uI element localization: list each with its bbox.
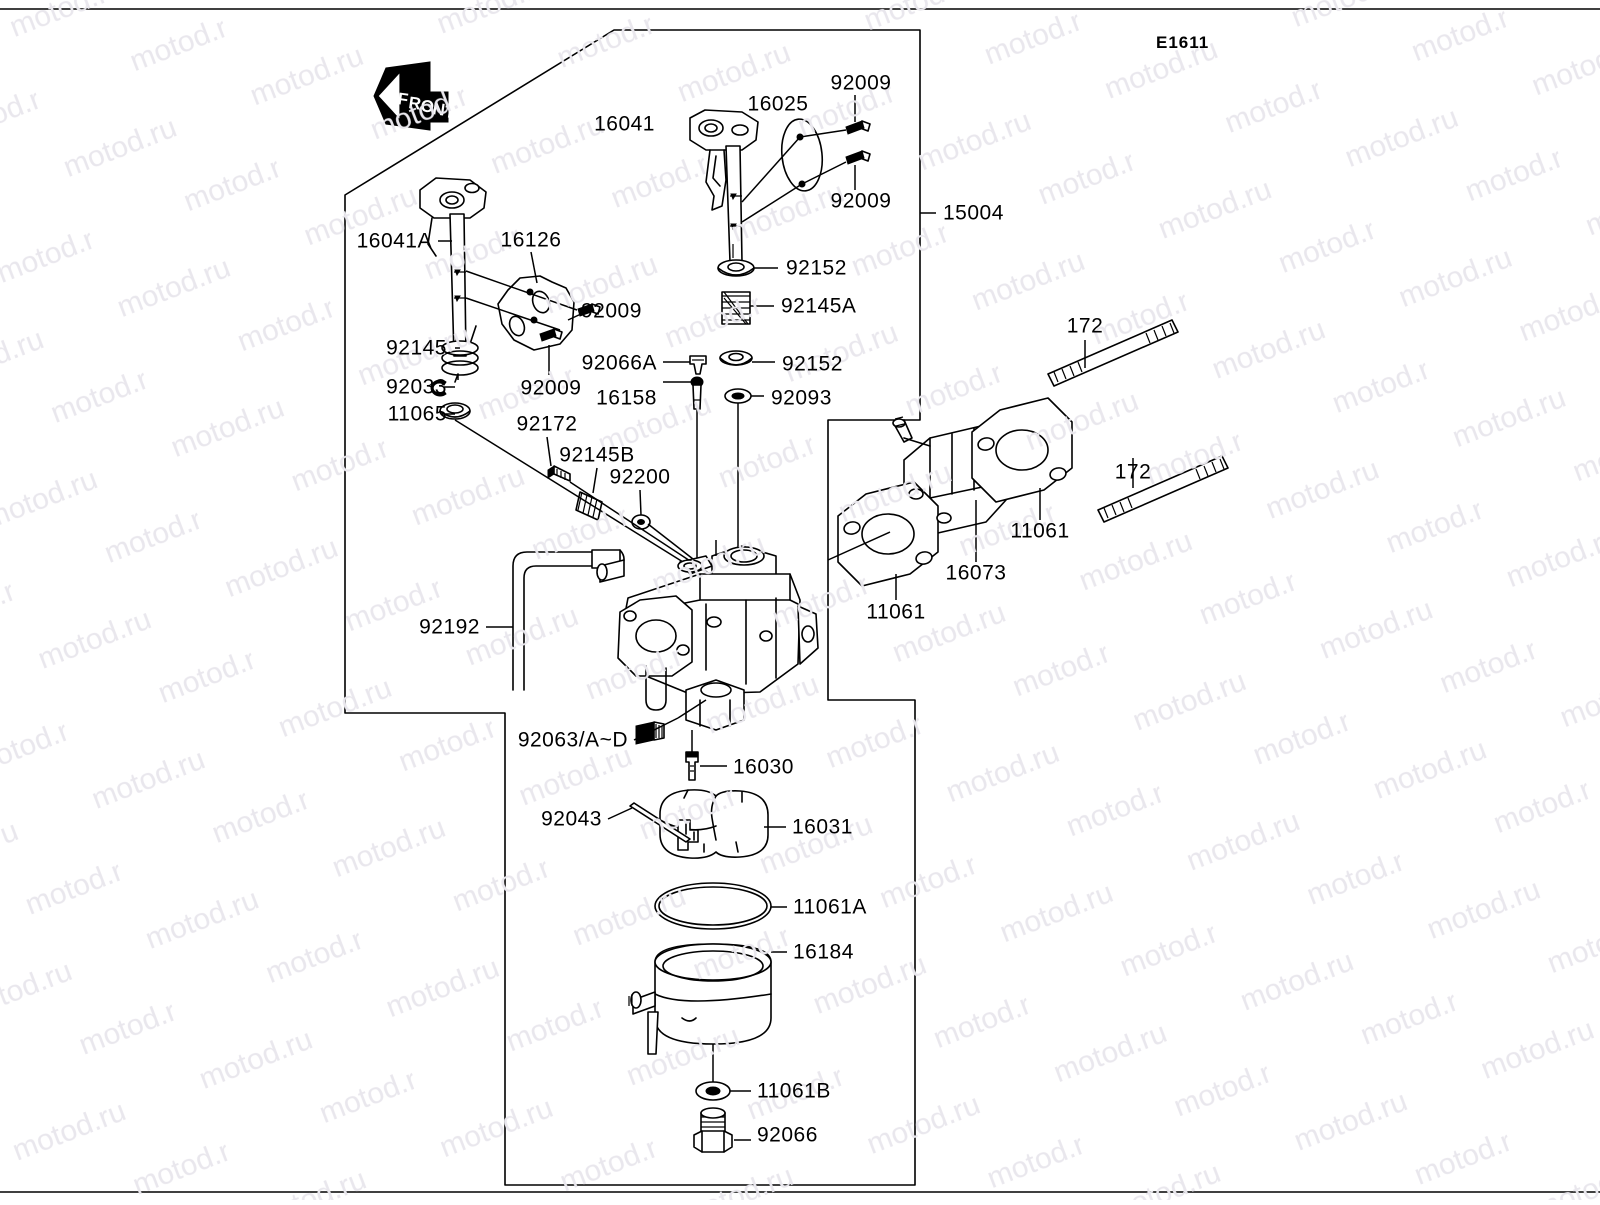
part-label-tube-92192: 92192 <box>419 615 480 639</box>
part-label-screw-plate-upper: 92009 <box>581 299 642 323</box>
part-label-intake-manifold: 16073 <box>945 561 1007 585</box>
part-label-throttle-valve-plate: 16025 <box>747 92 809 116</box>
part-label-gasket-11061-left: 11061 <box>866 600 926 624</box>
part-label-spring-92145: 92145 <box>386 336 447 360</box>
sheet-code: E1611 <box>1156 33 1210 52</box>
part-label-bowl-16184: 16184 <box>793 940 854 964</box>
part-label-pin-92043: 92043 <box>541 807 602 831</box>
part-label-gasket-11061-right: 11061 <box>1010 519 1070 543</box>
part-label-gasket-11061a: 11061A <box>793 895 867 919</box>
part-label-throttle-lever-upper: 16041 <box>594 112 655 136</box>
part-label-seal-92093: 92093 <box>771 386 832 410</box>
part-label-washer-92200: 92200 <box>609 465 671 489</box>
part-label-screw-92172: 92172 <box>516 412 578 436</box>
part-label-collar-upper: 92152 <box>786 256 847 280</box>
part-label-carburetor-assembly: 15004 <box>943 201 1004 225</box>
part-label-screw-upper: 92009 <box>830 71 892 95</box>
part-label-screw-plate-lower: 92009 <box>520 376 582 400</box>
part-label-spring-92145b: 92145B <box>559 443 635 467</box>
part-label-valve-assy-plate: 16126 <box>500 228 562 252</box>
part-label-bolt-172-lower: 172 <box>1114 460 1152 484</box>
part-label-bolt-172-upper: 172 <box>1066 314 1104 338</box>
part-label-jet-main-92063: 92063/A~D <box>517 728 628 752</box>
part-label-collar-lower: 92152 <box>782 352 843 376</box>
part-label-choke-lever: 16041A <box>356 229 432 253</box>
part-label-plug-92066: 92066 <box>757 1123 818 1147</box>
part-label-gasket-11061b: 11061B <box>757 1079 831 1103</box>
part-label-spring-92145a: 92145A <box>781 294 857 318</box>
part-label-plug-92066a: 92066A <box>581 351 657 375</box>
part-label-screw-lower: 92009 <box>830 189 892 213</box>
part-label-jet-needle: 16158 <box>596 386 657 410</box>
part-label-float-16031: 16031 <box>792 815 853 839</box>
part-label-ring-snap: 92033 <box>386 375 447 399</box>
part-label-cap-11065: 11065 <box>387 402 447 426</box>
part-label-valve-needle-16030: 16030 <box>733 755 794 779</box>
